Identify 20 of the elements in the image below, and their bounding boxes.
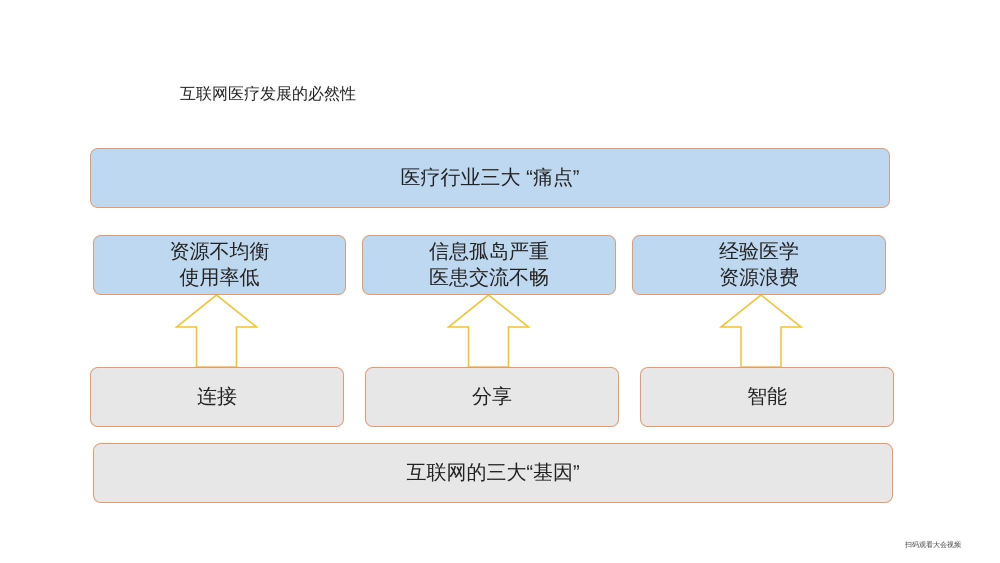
text-box <box>632 235 886 295</box>
slide-title: 互联网医疗发展的必然性 <box>180 84 356 105</box>
text-box <box>93 443 893 503</box>
box-text: 分享 <box>472 385 512 410</box>
block-arrow <box>446 294 531 368</box>
box-text: 资源不均衡使用率低 <box>168 240 270 291</box>
box-text: 智能 <box>747 385 787 410</box>
box-text: 医疗行业三大 “痛点” <box>400 166 580 191</box>
text-box <box>640 367 894 427</box>
text-box <box>362 235 616 295</box>
text-box <box>90 367 344 427</box>
block-arrow <box>718 294 804 368</box>
box-text: 信息孤岛严重医患交流不畅 <box>428 240 550 291</box>
block-arrow <box>174 294 259 368</box>
box-text: 经验医学资源浪费 <box>718 240 800 291</box>
text-box <box>93 235 346 295</box>
text-box <box>365 367 619 427</box>
text-box <box>90 148 890 208</box>
box-text: 互联网的三大“基因” <box>406 461 580 486</box>
box-text: 连接 <box>197 385 237 410</box>
